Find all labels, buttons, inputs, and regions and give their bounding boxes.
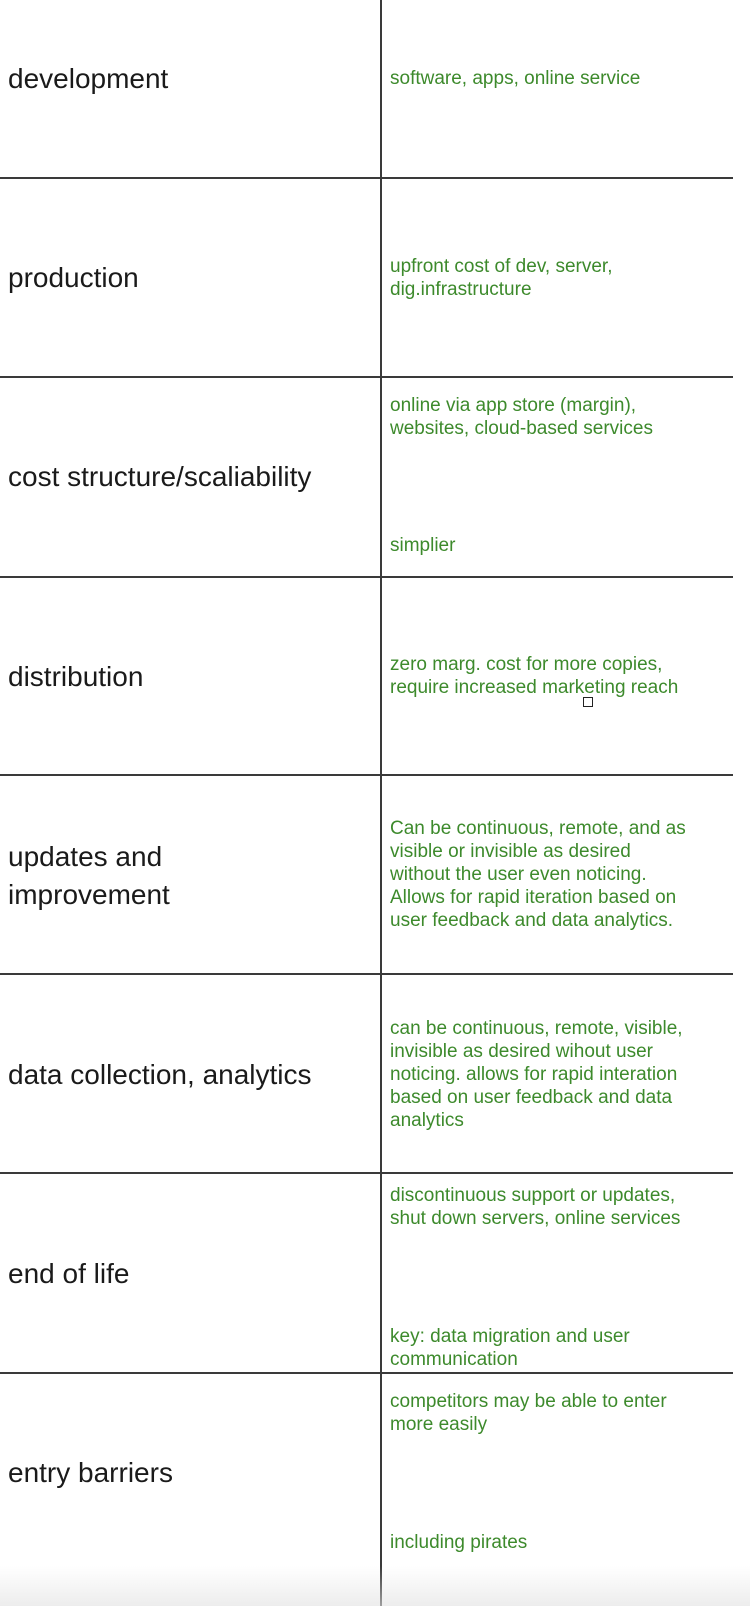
row-label-development: development [8, 63, 169, 94]
bottom-shadow [0, 1566, 750, 1606]
row-label-production: production [8, 262, 139, 293]
row-label-end-of-life: end of life [8, 1258, 130, 1289]
row-divider [0, 576, 733, 578]
row-note-production: upfront cost of dev, server, dig.infrast… [390, 256, 613, 300]
row-label-data-collection: data collection, analytics [8, 1059, 312, 1090]
column-divider [380, 0, 382, 1606]
row-note-entry-barriers-2: including pirates [390, 1532, 528, 1553]
row-label-updates: updates and improvement [8, 841, 170, 910]
row-note-distribution: zero marg. cost for more copies, require… [390, 654, 679, 698]
row-divider [0, 376, 733, 378]
row-divider [0, 177, 733, 179]
row-divider [0, 973, 733, 975]
row-note-data-collection: can be continuous, remote, visible, invi… [390, 1018, 683, 1131]
row-label-entry-barriers: entry barriers [8, 1457, 173, 1488]
row-note-cost-structure-2: simplier [390, 535, 456, 556]
row-note-development: software, apps, online service [390, 68, 641, 89]
row-label-cost-structure: cost structure/scaliability [8, 461, 312, 492]
row-note-cost-structure-1: online via app store (margin), websites,… [390, 395, 653, 439]
row-divider [0, 1172, 733, 1174]
row-divider [0, 1372, 733, 1374]
row-note-updates: Can be continuous, remote, and as visibl… [390, 818, 686, 931]
row-note-end-of-life-2: key: data migration and user communicati… [390, 1326, 630, 1370]
row-label-distribution: distribution [8, 661, 144, 692]
row-divider [0, 774, 733, 776]
row-note-end-of-life-1: discontinuous support or updates, shut d… [390, 1185, 681, 1229]
row-note-entry-barriers-1: competitors may be able to enter more ea… [390, 1391, 667, 1435]
mouse-cursor-icon [583, 697, 593, 707]
